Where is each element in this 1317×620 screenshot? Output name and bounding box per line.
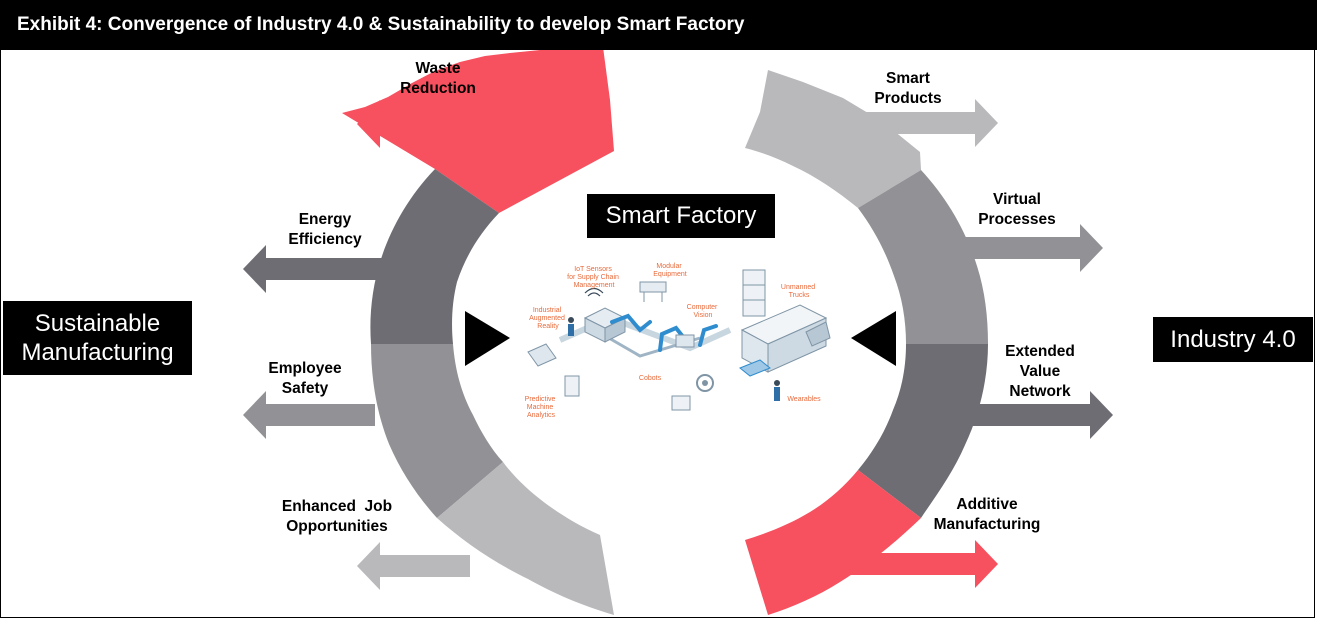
label-employee-safety-line2: Safety (281, 380, 329, 397)
exhibit-title: Exhibit 4: Convergence of Industry 4.0 &… (17, 14, 745, 35)
label-waste-reduction-line2: Reduction (400, 80, 476, 97)
right-arrow-smart-products (835, 99, 998, 147)
illus-label-wearables: Wearables (787, 396, 821, 403)
right-segment-additive-manufacturing (745, 470, 921, 615)
label-additive-manufacturing: Additive Manufacturing (922, 495, 1052, 535)
label-virtual-processes: Virtual Processes (962, 190, 1072, 230)
left-segment-energy-efficiency (370, 169, 499, 344)
sustainable-manufacturing-line2: Manufacturing (21, 339, 174, 366)
label-additive-manufacturing-line1: Additive (956, 496, 1018, 513)
label-additive-manufacturing-line2: Manufacturing (933, 516, 1041, 533)
illus-label-iot: IoT Sensors for Supply Chain Management (567, 266, 621, 289)
illus-label-predictive: Predictive Machine Analytics (525, 396, 558, 419)
smart-factory-title-text: Smart Factory (605, 202, 757, 229)
right-segment-virtual-processes (858, 170, 988, 344)
right-inward-triangle (851, 311, 896, 366)
label-smart-products-line1: Smart (886, 70, 930, 87)
industry-4-box: Industry 4.0 (1153, 317, 1313, 362)
right-arrow-virtual-processes (950, 224, 1103, 272)
label-extended-value-line3: Network (1009, 383, 1071, 400)
label-smart-products: Smart Products (853, 69, 963, 109)
label-extended-value-network: Extended Value Network (985, 342, 1095, 402)
label-extended-value-line1: Extended (1005, 343, 1075, 360)
exhibit-header: Exhibit 4: Convergence of Industry 4.0 &… (0, 0, 1317, 50)
right-segment-smart-products (745, 70, 921, 208)
right-arrow-additive-manufacturing (820, 540, 998, 588)
illus-label-cobots: Cobots (639, 375, 662, 382)
label-enhanced-job-opportunities: Enhanced Job Opportunities (262, 497, 412, 537)
label-smart-products-line2: Products (874, 90, 942, 107)
left-inward-triangle (465, 311, 510, 366)
left-arrow-enhanced-job-opportunities (357, 542, 470, 590)
label-employee-safety-line1: Employee (268, 360, 342, 377)
left-arrow-waste-reduction (357, 100, 470, 148)
label-enhanced-job-line1: Enhanced Job (281, 498, 393, 515)
illus-label-modular: Modular Equipment (653, 263, 687, 278)
smart-factory-title: Smart Factory (587, 194, 775, 238)
label-energy-efficiency-line2: Efficiency (288, 231, 362, 248)
illus-label-unmanned: Unmanned Trucks (781, 284, 817, 299)
left-segment-enhanced-job-opportunities (437, 462, 614, 615)
left-segment-employee-safety (371, 344, 503, 518)
sustainable-manufacturing-line1: Sustainable (34, 310, 161, 337)
illus-label-industrial: Industrial Augmented Reality (529, 307, 567, 330)
illus-label-computer: Computer Vision (687, 304, 720, 319)
left-arrow-energy-efficiency (243, 245, 385, 293)
right-segment-extended-value-network (858, 344, 988, 518)
left-arrow-employee-safety (243, 391, 375, 439)
label-employee-safety: Employee Safety (250, 359, 360, 399)
label-energy-efficiency: Energy Efficiency (270, 210, 380, 250)
label-virtual-processes-line2: Processes (978, 211, 1056, 228)
smart-factory-illustration: IoT Sensors for Supply Chain Management … (525, 263, 831, 419)
label-extended-value-line2: Value (1019, 363, 1061, 380)
label-waste-reduction-line1: Waste (415, 60, 461, 77)
sustainable-manufacturing-box: Sustainable Manufacturing (3, 301, 192, 375)
label-energy-efficiency-line1: Energy (298, 211, 352, 228)
label-enhanced-job-line2: Opportunities (286, 518, 388, 535)
label-virtual-processes-line1: Virtual (993, 191, 1041, 208)
label-waste-reduction: Waste Reduction (383, 59, 493, 99)
right-arrow-extended-value-network (960, 391, 1113, 439)
industry-4-title: Industry 4.0 (1170, 325, 1296, 353)
left-segment-waste-reduction (342, 47, 614, 213)
